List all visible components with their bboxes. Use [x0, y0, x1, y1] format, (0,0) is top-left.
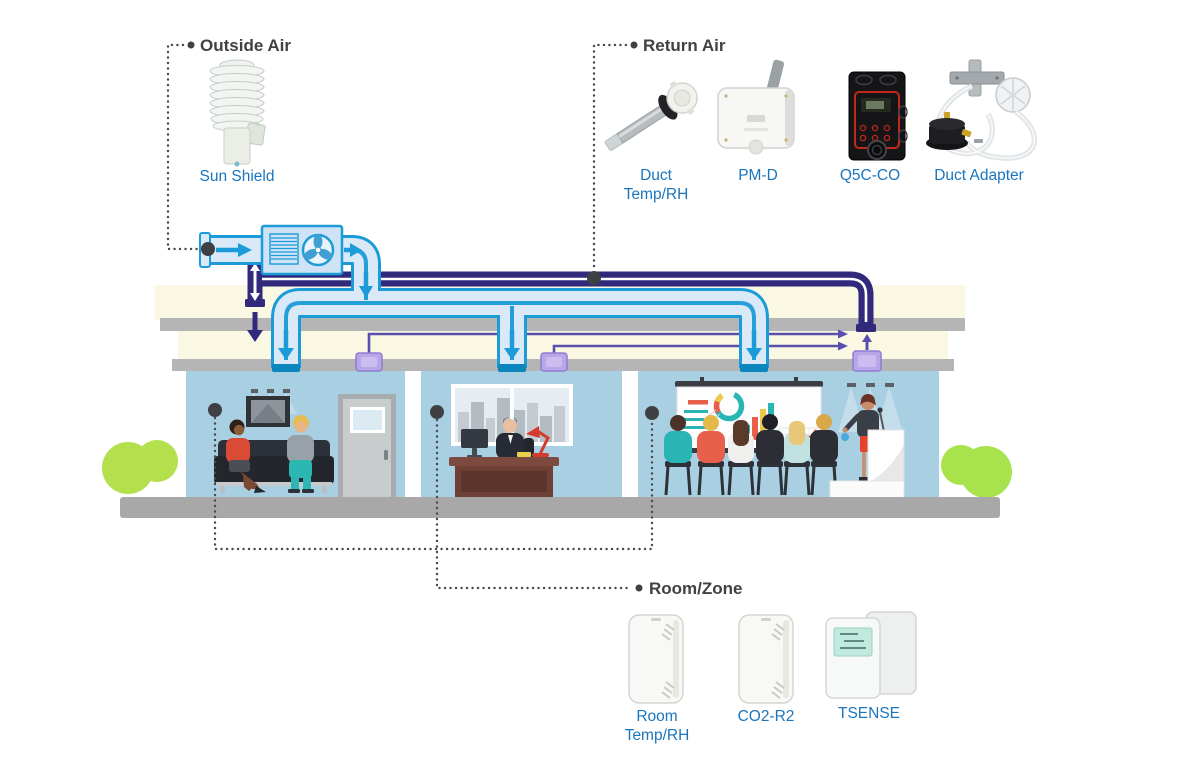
return-duct-network [245, 258, 876, 342]
room-zone-heading: Room/Zone [649, 579, 743, 598]
bush-left [102, 440, 178, 494]
product-duct-temp-rh [604, 81, 698, 151]
label-duct-adapter: Duct Adapter [934, 167, 1024, 184]
product-co2-r2 [738, 614, 794, 704]
return-air-heading: Return Air [643, 36, 726, 55]
bush-right [941, 445, 1012, 498]
supply-diffuser [498, 364, 526, 372]
podium [867, 407, 905, 484]
label-duct-temp-line2: Temp/RH [624, 186, 689, 203]
picture-frame [246, 396, 290, 427]
sensor-point-return-air [587, 271, 601, 285]
ahu-filter [269, 233, 299, 265]
sensor-point-room-waiting [208, 403, 222, 417]
meeting-audience [664, 414, 838, 496]
dotted-connectors [166, 43, 654, 590]
product-sun-shield [209, 59, 266, 167]
product-room-temp-rh [628, 614, 684, 704]
product-pm-d [717, 59, 795, 155]
supply-airflow-arrows [216, 243, 762, 360]
return-register [540, 352, 568, 372]
gesture-ball [841, 433, 849, 441]
audience-member [697, 415, 725, 496]
sensor-point-dots [201, 242, 659, 420]
label-room-temp-line1: Room [636, 708, 677, 725]
label-q5c-co: Q5C-CO [840, 167, 900, 184]
label-pm-d: PM-D [738, 167, 778, 184]
sensor-point-room-meeting [645, 406, 659, 420]
person-seated-man [287, 415, 314, 493]
return-register [852, 334, 882, 372]
room-meeting [664, 377, 905, 499]
room-zone-connector-a [213, 416, 654, 551]
return-air-connector [592, 43, 628, 272]
recirculation-arrow [250, 263, 260, 301]
supply-duct-network [199, 224, 769, 372]
label-sun-shield: Sun Shield [200, 168, 275, 185]
room-waiting [214, 389, 396, 497]
labels: Outside Air Return Air Room/Zone Sun Shi… [187, 36, 1024, 744]
floor-slab [120, 497, 1000, 518]
ahu-fan-icon [301, 233, 335, 267]
door [338, 394, 396, 497]
audience-member [664, 415, 692, 496]
supply-diffuser [740, 364, 768, 372]
audience-member [783, 421, 811, 496]
return-trunk-stripe [262, 277, 868, 322]
product-duct-adapter [926, 59, 1037, 161]
return-drop-flange [856, 324, 876, 332]
presenter-zone [829, 383, 905, 499]
bullet-return-air [630, 41, 638, 49]
person-seated-woman [226, 419, 266, 493]
stage-platform [829, 480, 905, 499]
return-register [355, 352, 383, 372]
outside-air-heading: Outside Air [200, 36, 291, 55]
bullet-outside-air [187, 41, 195, 49]
desk-lamp [526, 426, 550, 457]
product-tsense [825, 611, 917, 699]
product-q5c-co [848, 71, 908, 161]
label-duct-temp-line1: Duct [640, 167, 673, 184]
sensor-point-outside-air [201, 242, 215, 256]
exhaust-flange [245, 299, 265, 307]
label-room-temp-line2: Temp/RH [625, 727, 690, 744]
label-tsense: TSENSE [838, 705, 900, 722]
bullet-room-zone [635, 584, 643, 592]
audience-member [727, 420, 755, 496]
supply-diffuser [272, 364, 300, 372]
person-office-worker [496, 417, 524, 459]
exhaust-out-arrow [247, 312, 263, 342]
room-zone-connector-b [435, 418, 632, 590]
outside-air-connector [166, 43, 201, 251]
desk-notepad [517, 452, 531, 457]
audience-member [756, 414, 784, 496]
room-office [449, 384, 573, 497]
label-co2-r2: CO2-R2 [738, 708, 795, 725]
sensor-point-room-office [430, 405, 444, 419]
office-desk [449, 457, 559, 497]
